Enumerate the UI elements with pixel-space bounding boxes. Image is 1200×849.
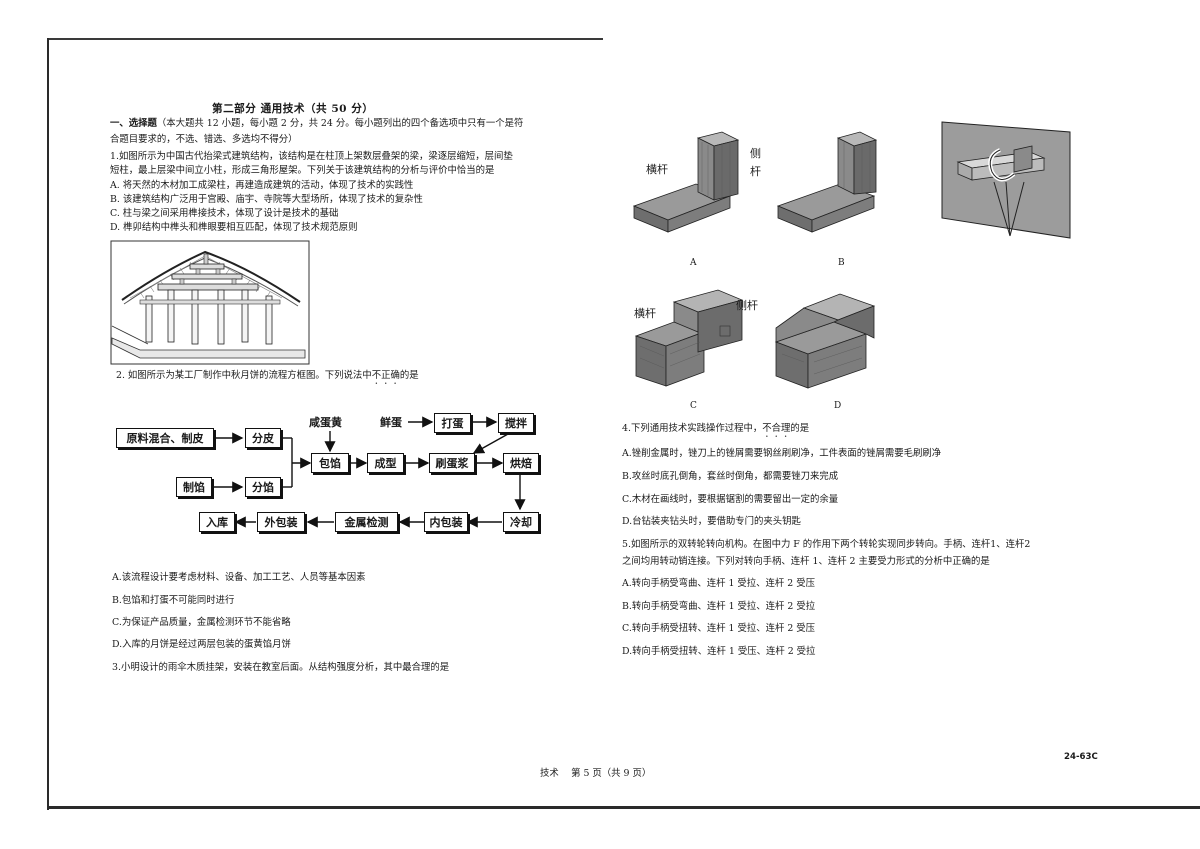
flow-wrap: 包馅 bbox=[311, 453, 349, 473]
flow-metal-check: 金属检测 bbox=[335, 512, 398, 532]
q1-stem-line1: 1.如图所示为中国古代抬梁式建筑结构，该结构是在柱顶上架数层叠架的梁，梁逐层缩短… bbox=[110, 151, 513, 162]
part-title: 第二部分 通用技术（共 50 分） bbox=[212, 103, 374, 115]
flow-stir: 搅拌 bbox=[498, 413, 534, 433]
flow-cool: 冷却 bbox=[503, 512, 539, 532]
q3-a-sidebar-label-1: 侧 bbox=[750, 147, 761, 160]
section-intro: （本大题共 12 小题，每小题 2 分，共 24 分。每小题列出的四个备选项中只… bbox=[156, 118, 524, 129]
q4-option-c: C.木材在画线时，要根据锯割的需要留出一定的余量 bbox=[622, 494, 839, 505]
q4-stem: 4.下列通用技术实践操作过程中，不合理的是 bbox=[622, 423, 809, 440]
q3-c-sidebar-label: 侧杆 bbox=[736, 299, 758, 312]
q3-figure-a bbox=[632, 131, 740, 233]
q4-option-d: D.台钻装夹钻头时，要借助专门的夹头钥匙 bbox=[622, 516, 801, 527]
q1-option-d: D. 榫卯结构中榫头和榫眼要相互匹配，体现了技术规范原则 bbox=[110, 222, 358, 233]
q3-option-a-letter: A bbox=[690, 258, 697, 268]
section-intro-line2: 合题目要求的，不选、错选、多选均不得分） bbox=[110, 134, 298, 145]
q2-stem-emphasis: 不正确 bbox=[371, 370, 400, 381]
q3-option-b-letter: B bbox=[838, 258, 845, 268]
flow-bake: 烘焙 bbox=[503, 453, 539, 473]
q3-stem: 3.小明设计的雨伞木质挂架，安装在教室后面。从结构强度分析，其中最合理的是 bbox=[112, 662, 450, 673]
q4-stem-post: 的是 bbox=[790, 423, 810, 434]
q5-option-c: C.转向手柄受扭转、连杆 1 受拉、连杆 2 受压 bbox=[622, 623, 816, 634]
q5-option-d: D.转向手柄受扭转、连杆 1 受压、连杆 2 受拉 bbox=[622, 646, 816, 657]
q4-option-b: B.攻丝时底孔倒角，套丝时倒角，都需要锉刀来完成 bbox=[622, 471, 839, 482]
flow-mold: 成型 bbox=[367, 453, 404, 473]
flow-chart-arrows bbox=[212, 416, 526, 528]
flow-brush: 刷蛋浆 bbox=[429, 453, 475, 473]
q2-stem: 2. 如图所示为某工厂制作中秋月饼的流程方框图。下列说法中不正确的是 bbox=[116, 370, 419, 387]
flow-salted-yolk: 咸蛋黄 bbox=[309, 416, 342, 429]
timber-frame-building-figure bbox=[110, 240, 310, 365]
q4-stem-emphasis: 不合理 bbox=[762, 423, 791, 434]
scan-edge-bottom bbox=[48, 806, 1200, 809]
scan-edge-top bbox=[48, 38, 603, 40]
q1-option-c: C. 柱与梁之间采用榫接技术，体现了设计是技术的基础 bbox=[110, 208, 339, 219]
q4-option-a: A.锉削金属时，锉刀上的锉屑需要钢丝刷刷净，工件表面的锉屑需要毛刷刷净 bbox=[622, 448, 942, 459]
q2-option-b: B.包馅和打蛋不可能同时进行 bbox=[112, 595, 235, 606]
q1-stem-line2: 短柱，最上层梁中间立小柱，形成三角形屋架。下列关于该建筑结构的分析与评价中恰当的… bbox=[110, 165, 495, 176]
q3-option-d-letter: D bbox=[834, 401, 842, 411]
flow-store: 入库 bbox=[199, 512, 235, 532]
q5-option-b: B.转向手柄受弯曲、连杆 1 受拉、连杆 2 受拉 bbox=[622, 601, 816, 612]
q2-stem-post: 的是 bbox=[399, 370, 419, 381]
q2-option-d: D.入库的月饼是经过两层包装的蛋黄馅月饼 bbox=[112, 639, 291, 650]
scan-edge-left bbox=[47, 38, 49, 810]
q3-figure-b bbox=[776, 131, 878, 233]
flow-split-filling: 分馅 bbox=[245, 477, 281, 497]
section-intro-line1: 一、选择题（本大题共 12 小题，每小题 2 分，共 24 分。每小题列出的四个… bbox=[110, 118, 523, 130]
q3-figure-c bbox=[634, 289, 744, 387]
q5-stem-line1: 5.如图所示的双转轮转向机构。在图中力 F 的作用下两个转轮实现同步转向。手柄、… bbox=[622, 539, 1031, 550]
flow-outer-pack: 外包装 bbox=[257, 512, 305, 532]
q3-c-crossbar-label: 横杆 bbox=[634, 307, 656, 320]
q4-stem-pre: 4.下列通用技术实践操作过程中， bbox=[622, 423, 763, 434]
q5-stem-line2: 之间均用转动销连接。下列对转向手柄、连杆 1、连杆 2 主要受力形式的分析中正确… bbox=[622, 556, 990, 567]
q1-option-b: B. 该建筑结构广泛用于宫殿、庙宇、寺院等大型场所，体现了技术的复杂性 bbox=[110, 194, 423, 205]
q5-option-a: A.转向手柄受弯曲、连杆 1 受拉、连杆 2 受压 bbox=[622, 578, 815, 589]
q3-a-sidebar-label-2: 杆 bbox=[750, 165, 761, 178]
paper-code: 24-63C bbox=[1064, 752, 1098, 762]
q1-option-a: A. 将天然的木材加工成梁柱，再建造成建筑的活动，体现了技术的实践性 bbox=[110, 180, 414, 191]
q3-figure-d bbox=[774, 293, 876, 389]
q2-option-a: A.该流程设计要考虑材料、设备、加工工艺、人员等基本因素 bbox=[112, 572, 366, 583]
flow-inner-pack: 内包装 bbox=[424, 512, 468, 532]
flow-beat-egg: 打蛋 bbox=[434, 413, 471, 433]
q3-option-c-letter: C bbox=[690, 401, 697, 411]
q3-wall-hook-figure bbox=[941, 121, 1071, 239]
section-heading: 一、选择题 bbox=[110, 118, 157, 129]
flow-split-skin: 分皮 bbox=[245, 428, 281, 448]
page-number: 技术 第 5 页（共 9 页） bbox=[540, 768, 652, 779]
q2-option-c: C.为保证产品质量，金属检测环节不能省略 bbox=[112, 617, 291, 628]
q2-stem-pre: 2. 如图所示为某工厂制作中秋月饼的流程方框图。下列说法中 bbox=[116, 370, 372, 381]
q3-a-crossbar-label: 横杆 bbox=[646, 163, 668, 176]
flow-make-filling: 制馅 bbox=[176, 477, 212, 497]
flow-raw-mix: 原料混合、制皮 bbox=[116, 428, 214, 448]
flow-fresh-egg: 鲜蛋 bbox=[380, 416, 402, 429]
